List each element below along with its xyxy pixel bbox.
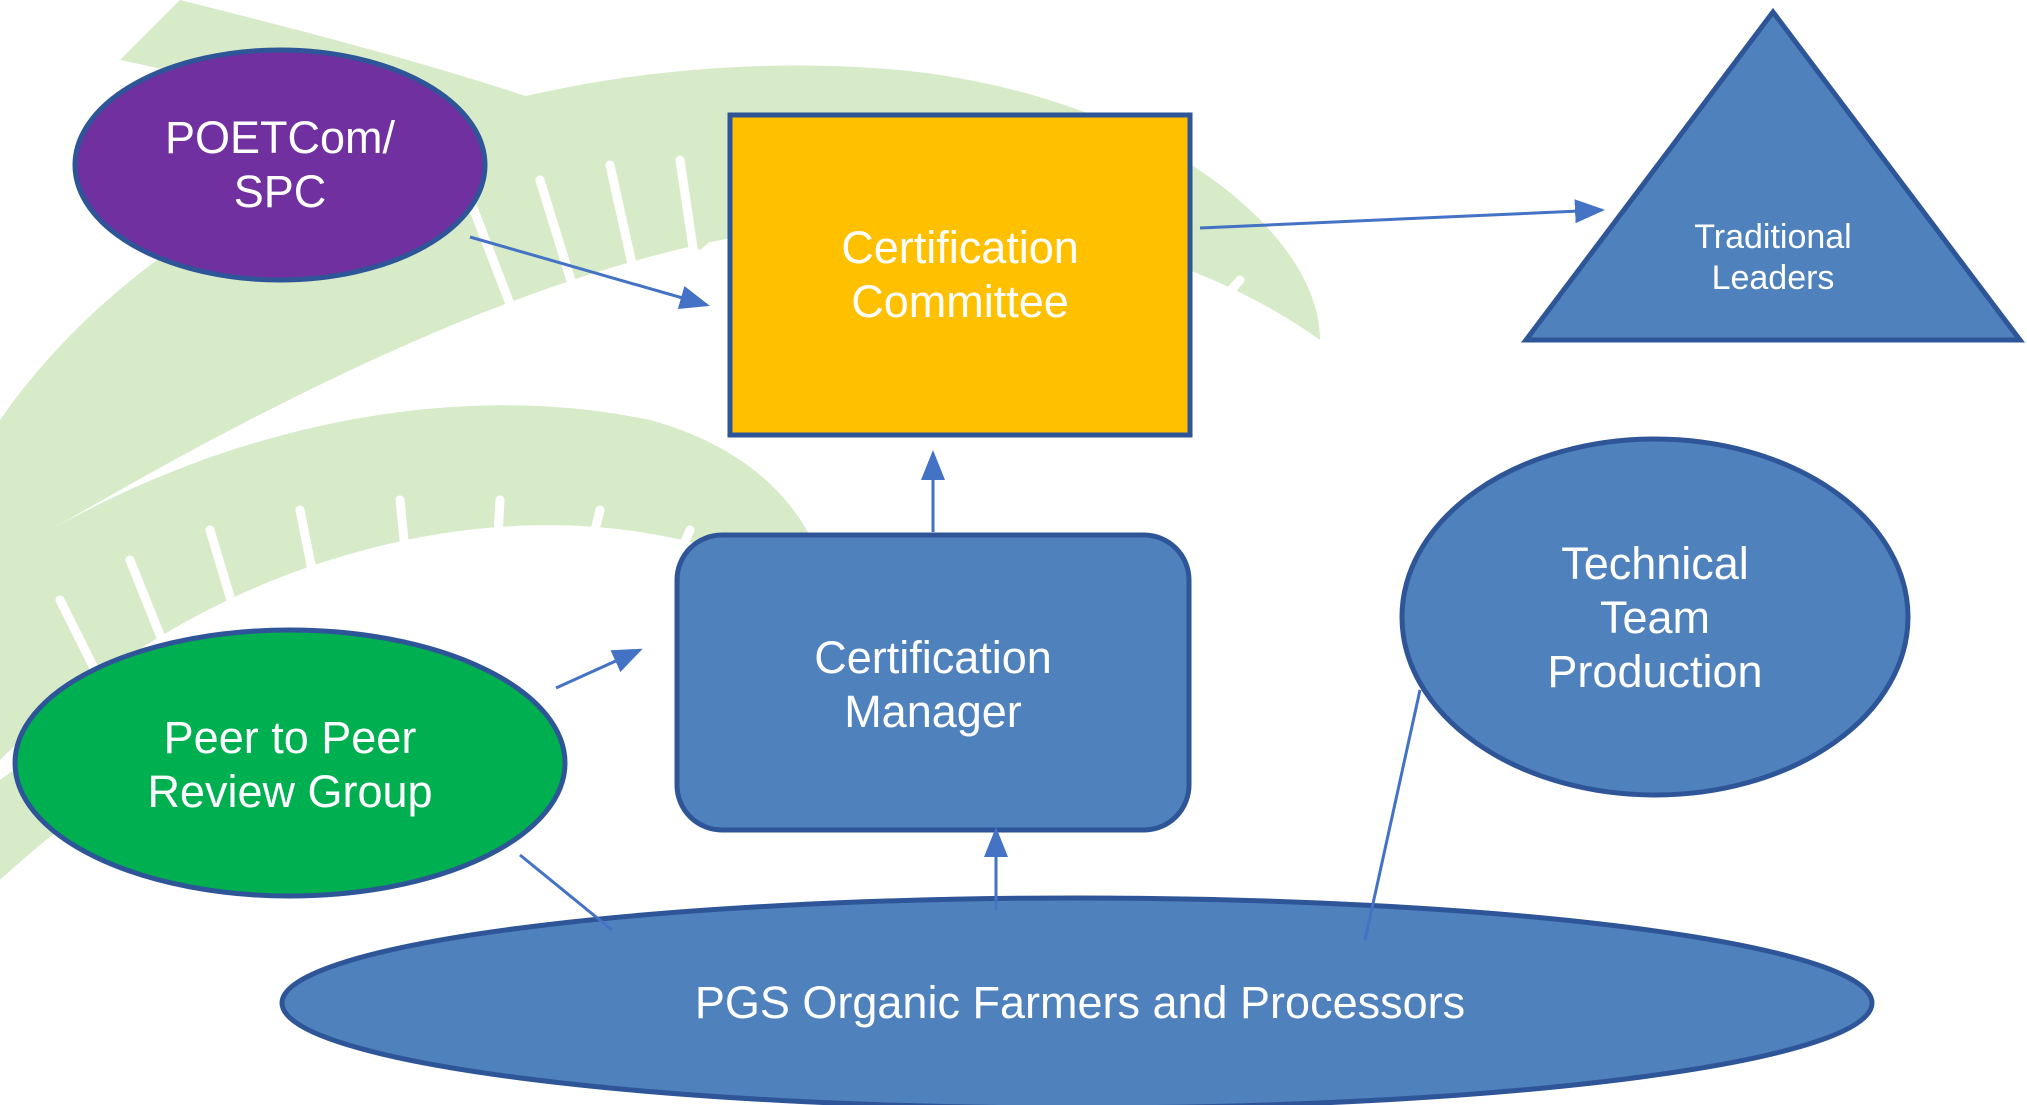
technical-team-ellipse — [1399, 436, 1911, 798]
connector-farmers-to-peer — [519, 853, 613, 932]
technical-team-line1: Technical — [1561, 537, 1749, 589]
certification-manager-line1: Certification — [814, 632, 1052, 683]
pgs-farmers-ellipse — [279, 895, 1875, 1105]
technical-team-line3: Production — [1547, 645, 1763, 697]
poetcom-line1: POETCom/ — [164, 112, 396, 163]
connector-farmers-to-technical — [1363, 689, 1422, 941]
certification-manager-box — [674, 532, 1192, 833]
technical-team-label: Technical Team Production — [1440, 520, 1870, 715]
peer-review-ellipse — [12, 627, 568, 899]
certification-committee-box — [727, 112, 1193, 438]
poetcom-label: POETCom/ SPC — [90, 100, 470, 230]
certification-manager-label: Certification Manager — [680, 620, 1186, 750]
poetcom-ellipse — [72, 47, 488, 283]
peer-review-line1: Peer to Peer — [163, 712, 417, 763]
certification-manager-line2: Manager — [844, 686, 1022, 737]
certification-committee-line2: Committee — [851, 276, 1069, 327]
certification-committee-line1: Certification — [841, 222, 1079, 273]
traditional-leaders-line1: Traditional — [1694, 218, 1852, 257]
certification-committee-label: Certification Committee — [735, 210, 1185, 340]
traditional-leaders-line2: Leaders — [1711, 259, 1835, 297]
traditional-leaders-triangle — [1520, 7, 2026, 343]
poetcom-line2: SPC — [233, 166, 327, 217]
connector-committee-to-leaders — [1199, 199, 1605, 230]
pgs-farmers-text: PGS Organic Farmers and Processors — [694, 977, 1466, 1028]
peer-review-line2: Review Group — [147, 766, 433, 817]
peer-review-label: Peer to Peer Review Group — [60, 700, 520, 830]
connector-peer-to-manager — [555, 648, 643, 690]
pgs-farmers-label: PGS Organic Farmers and Processors — [480, 970, 1680, 1036]
technical-team-line2: Team — [1599, 591, 1711, 643]
connector-poetcom-to-committee — [469, 235, 710, 310]
traditional-leaders-label: Traditional Leaders — [1620, 210, 1926, 306]
